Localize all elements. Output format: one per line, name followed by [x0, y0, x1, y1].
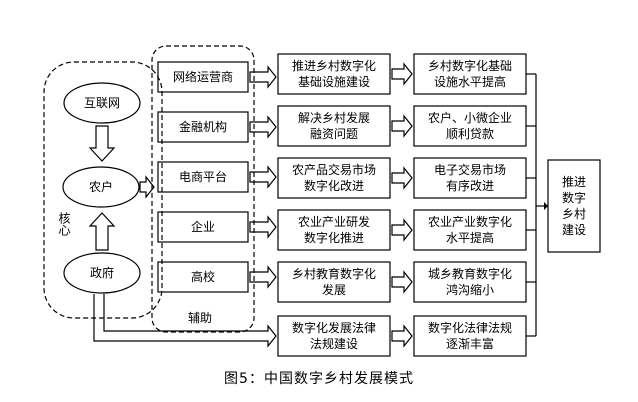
action-box-border — [277, 209, 391, 251]
support-node-border — [157, 161, 249, 193]
arrow-action-to-outcome — [391, 114, 413, 138]
support-group-label: 辅助 — [188, 311, 213, 325]
arrow-government-to-legal — [93, 294, 277, 348]
arrow-action-to-outcome — [391, 218, 413, 242]
support-node-border — [157, 61, 249, 93]
action-box-border — [277, 315, 391, 357]
action-trade-market: 农产品交易市场 数字化改进 — [291, 163, 376, 193]
support-node-university: 高校 — [190, 270, 215, 284]
core-node-border — [63, 82, 141, 124]
arrow-support-to-action — [249, 65, 277, 89]
support-node-financial-institution: 金融机构 — [178, 120, 227, 134]
support-node-ecommerce-platform: 电商平台 — [178, 170, 227, 184]
core-node-government: 政府 — [89, 266, 114, 280]
outcome-education-gap: 城乡教育数字化 鸿沟缩小 — [427, 267, 512, 297]
core-node-border — [63, 252, 141, 294]
core-label-text: 核心 — [57, 212, 71, 236]
figure-caption: 图5：中国数字乡村发展模式 — [224, 371, 414, 387]
support-node-enterprise: 企业 — [190, 220, 215, 234]
arrow-action-to-outcome — [391, 62, 413, 86]
arrow-support-to-action — [249, 265, 277, 289]
action-box-border — [277, 261, 391, 303]
support-node-network-operator: 网络运营商 — [172, 70, 233, 84]
goal-box: 推进 数字 乡村 建设 — [561, 175, 586, 237]
action-legal: 数字化发展法律 法规建设 — [291, 321, 376, 351]
outcome-industry: 农业产业数字化 水平提高 — [427, 215, 512, 245]
arrow-up-hollow — [88, 212, 116, 251]
core-group-border — [43, 61, 163, 319]
outcome-loans: 农户、小微企业 顺利贷款 — [427, 111, 512, 141]
core-node-border — [62, 166, 140, 208]
arrow-support-to-action — [249, 115, 277, 139]
action-education: 乡村教育数字化 发展 — [291, 267, 376, 297]
arrow-support-to-action — [249, 215, 277, 239]
core-node-farmer: 农户 — [88, 180, 113, 194]
action-box-border — [277, 53, 391, 95]
outcome-legal: 数字化法律法规 逐渐丰富 — [427, 321, 512, 351]
arrow-head — [544, 202, 548, 210]
arrow-action-to-outcome — [391, 270, 413, 294]
arrow-down-hollow — [88, 125, 116, 162]
arrow-action-to-outcome — [391, 166, 413, 190]
outcome-infrastructure: 乡村数字化基础 设施水平提高 — [427, 59, 512, 89]
support-node-border — [157, 211, 249, 243]
outcome-e-market: 电子交易市场 有序改进 — [433, 163, 506, 193]
action-box-border — [277, 105, 391, 147]
core-node-internet: 互联网 — [83, 96, 120, 110]
action-box-border — [277, 157, 391, 199]
arrow-action-to-outcome — [391, 324, 413, 348]
core-group-label: 核心 — [56, 212, 72, 240]
arrow-right-hollow — [139, 175, 155, 199]
arrow-support-to-action — [249, 165, 277, 189]
action-financing: 解决乡村发展 融资问题 — [297, 111, 370, 141]
action-industry-rd: 农业产业研发 数字化推进 — [297, 215, 370, 245]
support-node-border — [157, 111, 249, 143]
action-infrastructure: 推进乡村数字化 基础设施建设 — [291, 59, 376, 89]
support-node-border — [157, 261, 249, 293]
